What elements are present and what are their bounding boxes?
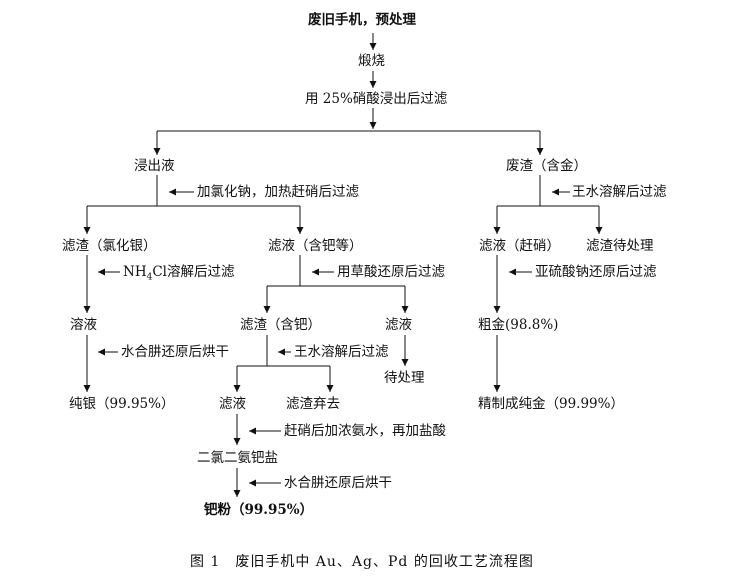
node-filtrate-low: 滤液 [219, 396, 246, 412]
node-pending: 待处理 [384, 370, 425, 386]
node-filtrate-nitrate: 滤液（赶硝） [479, 238, 560, 254]
node-leachate: 浸出液 [134, 158, 175, 174]
node-residue-discard: 滤渣弃去 [286, 396, 340, 412]
node-residue-pending: 滤渣待处理 [586, 238, 654, 254]
step-nh4cl-suffix: Cl溶解后过滤 [152, 264, 235, 280]
node-pd-salt: 二氯二氨钯盐 [197, 450, 278, 466]
node-pure-gold: 精制成纯金（99.99%） [478, 396, 624, 412]
node-residue-agcl: 滤渣（氯化银） [62, 238, 157, 254]
step-ammonia: 赶硝后加浓氨水，再加盐酸 [284, 423, 446, 439]
node-crude-gold: 粗金(98.8%) [478, 317, 559, 333]
figure-caption: 图 1 废旧手机中 Au、Ag、Pd 的回收工艺流程图 [190, 554, 534, 570]
step-nh4cl-prefix: NH [123, 264, 147, 280]
step-hydrazine-2: 水合肼还原后烘干 [284, 475, 392, 491]
node-calcine: 煅烧 [358, 53, 385, 69]
step-sulfite: 亚硫酸钠还原后过滤 [535, 264, 657, 280]
node-leach: 用 25%硝酸浸出后过滤 [305, 91, 448, 107]
step-aqua-regia-2: 王水溶解后过滤 [294, 344, 389, 360]
step-oxalic: 用草酸还原后过滤 [337, 264, 445, 280]
step-nacl: 加氯化钠，加热赶硝后过滤 [197, 184, 359, 200]
node-start: 废旧手机，预处理 [308, 12, 416, 28]
step-nh4cl-subscript: 4 [146, 272, 153, 283]
node-solution: 溶液 [70, 317, 97, 333]
node-pure-silver: 纯银（99.95%） [69, 396, 175, 412]
step-aqua-regia-1: 王水溶解后过滤 [572, 184, 667, 200]
node-residue-gold: 废渣（含金） [506, 158, 587, 174]
node-pd-powder: 钯粉（99.95%） [204, 502, 314, 518]
node-residue-pd: 滤渣（含钯） [240, 317, 321, 333]
node-filtrate-mid: 滤液 [385, 317, 412, 333]
node-filtrate-pd: 滤液（含钯等） [268, 238, 363, 254]
step-nh4cl: NH4Cl溶解后过滤 [123, 264, 234, 286]
step-hydrazine-1: 水合肼还原后烘干 [121, 344, 229, 360]
